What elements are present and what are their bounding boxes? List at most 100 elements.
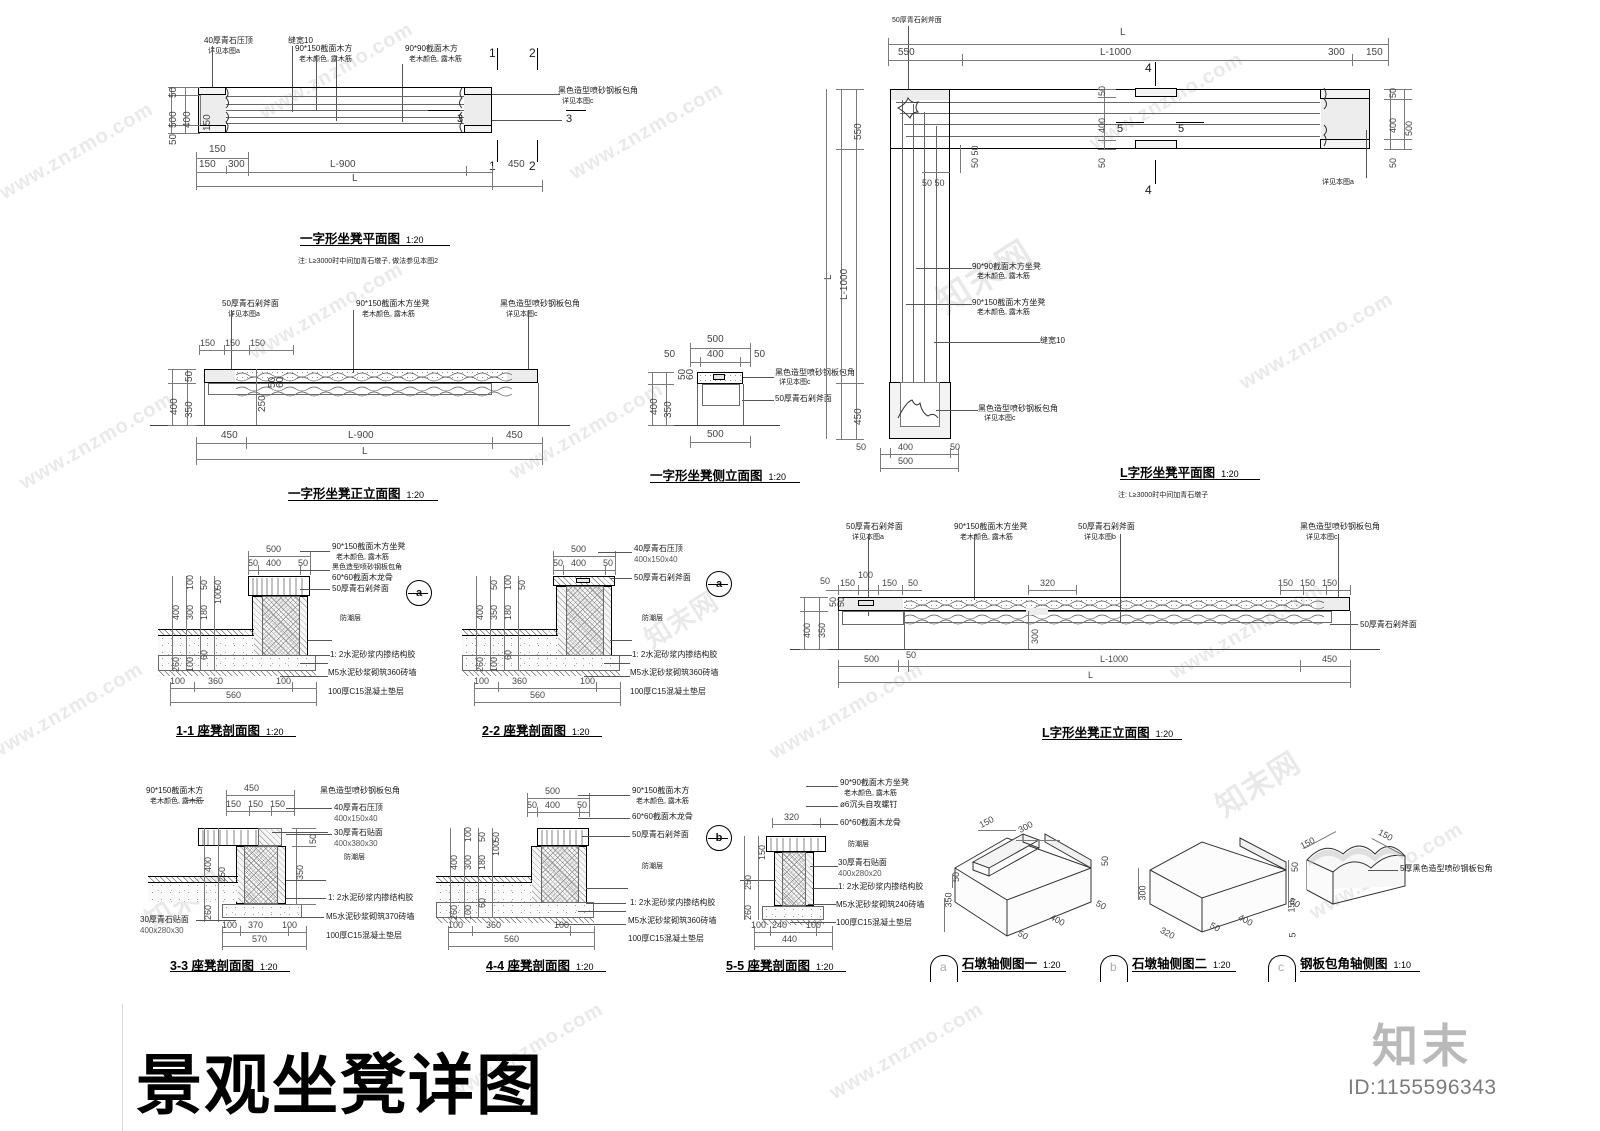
dimension: 50 — [1388, 87, 1398, 98]
brand-logo: 知末 — [1372, 1020, 1472, 1072]
callout-label: 缝宽10 — [1040, 336, 1065, 345]
dimension: 50 — [1097, 157, 1107, 168]
view-scale: 1:20 — [266, 727, 284, 737]
dimension: 150 — [225, 338, 241, 348]
footer-divider — [122, 1004, 123, 1131]
view-title-text: 石墩轴侧图一 — [962, 957, 1038, 971]
callout-label: M5水泥砂浆砌筑370砖墙 — [326, 912, 415, 921]
dimension: 260 — [743, 904, 753, 920]
dimension: 350 — [663, 401, 674, 418]
bench-elevation-outline — [204, 369, 538, 383]
dimension: L-900 — [330, 159, 356, 170]
dimension: 150 — [1322, 578, 1338, 588]
dimension: 50 — [836, 596, 846, 607]
dimension: 180 — [477, 854, 487, 870]
view-title-text: 5-5 座凳剖面图 — [726, 959, 811, 973]
dimension: 350 — [943, 892, 954, 908]
callout-label: 90*90截面木方坐凳 — [840, 778, 909, 787]
callout-label: 详见本图c — [984, 415, 1016, 422]
dimension: 100 — [806, 920, 822, 930]
dimension: 500 — [707, 334, 724, 345]
dimension: 400 — [171, 604, 181, 620]
callout-label: 90*150截面木方坐凳 — [972, 298, 1046, 307]
callout-label: 90*150截面木方坐凳 — [332, 542, 406, 551]
dimension: 500 — [266, 544, 282, 554]
dimension: 100 — [463, 904, 473, 920]
callout-label: 90*150截面木方 — [295, 44, 353, 53]
dimension: 50 — [199, 579, 209, 590]
dimension: 60 — [275, 376, 286, 388]
dimension: L-900 — [348, 430, 374, 441]
dimension: 500 — [571, 544, 587, 554]
dimension: 260 — [449, 904, 459, 920]
callout-label: 30厚青石贴面 — [334, 828, 383, 837]
dimension: L-1000 — [1100, 654, 1129, 664]
dimension: 50 — [168, 133, 179, 145]
dimension: 400 — [571, 558, 587, 568]
section-mark: 2 — [529, 159, 536, 173]
callout-label: 1: 2水泥砂浆内掺结构胶 — [838, 882, 924, 891]
dimension: 400 — [266, 558, 282, 568]
callout-label: 详见本图a — [228, 311, 260, 318]
dimension: 560 — [504, 934, 520, 944]
watermark: www.znzmo.com — [0, 98, 158, 204]
detail-bubble-b — [1100, 955, 1128, 982]
callout-label: 50厚青石剁斧面 — [1360, 620, 1417, 629]
callout-label: 1: 2水泥砂浆内掺结构胶 — [330, 650, 416, 659]
dimension: 50 — [603, 558, 614, 568]
callout-label: 50厚青石剁斧面 — [1078, 522, 1135, 531]
callout-label: M5水泥砂浆砌筑240砖墙 — [836, 900, 925, 909]
callout-label: 老木颜色, 露木筋 — [844, 790, 897, 797]
section-brick-core — [541, 847, 579, 904]
dimension: 450 — [508, 159, 525, 170]
callout-label: 防潮层 — [642, 863, 663, 870]
callout-label: 防潮层 — [344, 854, 365, 861]
dimension: 440 — [782, 934, 798, 944]
dimension: 400 — [475, 604, 485, 620]
dimension: 400 — [545, 800, 561, 810]
dimension: 320 — [784, 812, 800, 822]
section-mark: 3 — [457, 113, 464, 125]
dimension: 50 — [248, 558, 259, 568]
dimension: 100 — [858, 570, 874, 580]
callout-label: 30厚青石贴面 — [838, 858, 887, 867]
dimension: 50 50 — [970, 145, 980, 168]
dimension: 50 — [184, 370, 195, 382]
callout-label: 100厚C15混凝土垫层 — [326, 931, 403, 940]
dimension: 150 — [199, 159, 216, 170]
view-scale: 1:20 — [1213, 960, 1231, 970]
view-title-text: 一字形坐凳侧立面图 — [650, 469, 763, 483]
concrete-footing — [462, 655, 620, 671]
dimension: 50 — [168, 86, 179, 98]
dimension: 100 — [213, 588, 223, 604]
dimension: 450 — [506, 430, 523, 441]
dimension: L-1000 — [1100, 47, 1132, 58]
dimension: 250 — [257, 395, 268, 412]
bench-plan-outline — [198, 87, 492, 133]
callout-label: 50厚青石剁斧面 — [892, 17, 942, 24]
callout-label: 老木颜色, 露木筋 — [977, 309, 1030, 316]
watermark: www.znzmo.com — [765, 658, 928, 764]
dimension: 150 — [202, 114, 213, 131]
watermark: www.znzmo.com — [0, 658, 148, 764]
bubble-letter: b — [1110, 960, 1117, 974]
dimension: 360 — [512, 676, 528, 686]
callout-label: 90*150截面木方 — [146, 786, 204, 795]
dimension: 150 — [1366, 47, 1383, 58]
callout-label: 40厚青石压顶 — [204, 36, 253, 45]
section-wood-top — [766, 836, 826, 852]
callout-label: 400x150x40 — [334, 814, 378, 823]
dimension: 50 — [477, 831, 487, 842]
dimension: L — [1120, 27, 1126, 38]
callout-label: 90*90截面木方坐凳 — [972, 262, 1041, 271]
callout-label: 黑色造型喷砂钢板包角 — [320, 786, 400, 795]
dimension: 100 — [463, 826, 473, 842]
view-title-text: 钢板包角轴侧图 — [1300, 957, 1388, 971]
dimension: 150 — [1300, 578, 1316, 588]
dimension: 400 — [203, 856, 213, 872]
dimension: 100 — [474, 676, 490, 686]
watermark-logo: 知末网 — [1210, 746, 1307, 824]
